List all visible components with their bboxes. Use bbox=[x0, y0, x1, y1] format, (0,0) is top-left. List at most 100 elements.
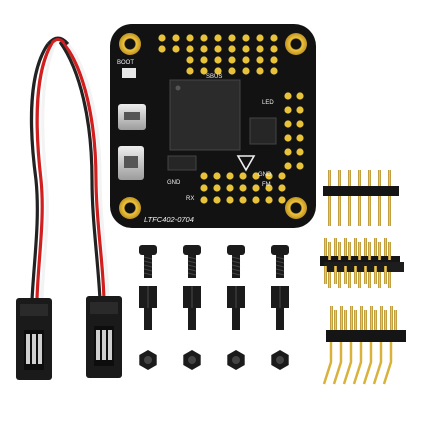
header-housing bbox=[326, 330, 406, 342]
solder-pad bbox=[213, 184, 221, 192]
header-pin bbox=[368, 196, 371, 226]
header-pin bbox=[344, 310, 347, 330]
header-pin bbox=[378, 170, 381, 186]
usb-port-bottom bbox=[118, 146, 144, 180]
screw-thread bbox=[275, 256, 285, 260]
solder-pad bbox=[252, 196, 260, 204]
screw-thread bbox=[187, 260, 197, 264]
solder-pad bbox=[239, 184, 247, 192]
solder-pad bbox=[270, 56, 278, 64]
solder-pad bbox=[200, 45, 208, 53]
solder-pad bbox=[226, 172, 234, 180]
label-gnd-right: GND bbox=[258, 172, 272, 178]
header-pin bbox=[328, 170, 331, 186]
header-pin bbox=[368, 170, 371, 186]
osd-chip bbox=[167, 155, 197, 171]
label-gnd-left: GND bbox=[167, 180, 181, 186]
header-pin bbox=[388, 170, 391, 186]
solder-pad bbox=[252, 184, 260, 192]
header-pin bbox=[354, 310, 357, 330]
solder-pad bbox=[296, 92, 304, 100]
header-pin bbox=[334, 310, 337, 330]
screw-thread bbox=[231, 256, 241, 260]
solder-pad bbox=[296, 162, 304, 170]
solder-pad bbox=[213, 172, 221, 180]
usb-port-top bbox=[118, 104, 146, 130]
pin-header-angled bbox=[322, 306, 406, 385]
nut-hole bbox=[188, 356, 196, 364]
header-pin bbox=[330, 306, 333, 330]
solder-pad bbox=[265, 196, 273, 204]
header-pin bbox=[358, 170, 361, 186]
solder-pad bbox=[172, 34, 180, 42]
nut-hole bbox=[232, 356, 240, 364]
screw bbox=[227, 245, 245, 255]
servo-cable bbox=[29, 36, 110, 301]
header-pin bbox=[358, 272, 361, 288]
mount-hole-tr bbox=[285, 33, 307, 55]
solder-pad bbox=[186, 56, 194, 64]
header-pin-angled bbox=[362, 342, 373, 385]
mount-hole-br bbox=[285, 197, 307, 219]
header-pin bbox=[354, 266, 357, 284]
screw-thread bbox=[231, 260, 241, 264]
solder-pad bbox=[214, 67, 222, 75]
standoff-thread bbox=[144, 308, 152, 330]
solder-pad bbox=[270, 45, 278, 53]
header-pin bbox=[358, 242, 361, 260]
screw-thread bbox=[187, 264, 197, 268]
solder-pad bbox=[256, 45, 264, 53]
solder-pad bbox=[214, 34, 222, 42]
screw-thread bbox=[187, 272, 197, 276]
solder-pad bbox=[172, 45, 180, 53]
solder-pad bbox=[242, 67, 250, 75]
nut-hole bbox=[276, 356, 284, 364]
right-pad-grid bbox=[284, 92, 304, 170]
header-pin bbox=[328, 242, 331, 260]
header-pin bbox=[348, 196, 351, 226]
solder-pad bbox=[186, 67, 194, 75]
boot-button bbox=[122, 68, 136, 78]
solder-pad bbox=[158, 45, 166, 53]
header-pin bbox=[344, 238, 347, 256]
screw-thread bbox=[231, 264, 241, 268]
header-pin bbox=[348, 272, 351, 288]
gyro-chip bbox=[249, 117, 277, 145]
solder-pad bbox=[228, 34, 236, 42]
header-pin bbox=[348, 242, 351, 260]
header-pin bbox=[364, 310, 367, 330]
screw-thread bbox=[143, 260, 153, 264]
solder-pad bbox=[284, 162, 292, 170]
screw bbox=[183, 245, 201, 255]
screw bbox=[271, 245, 289, 255]
screw-thread bbox=[231, 272, 241, 276]
header-pin-angled bbox=[342, 342, 353, 385]
header-pin bbox=[328, 196, 331, 226]
header-pin bbox=[374, 238, 377, 256]
solder-pad bbox=[284, 106, 292, 114]
header-pin bbox=[338, 170, 341, 186]
solder-pad bbox=[296, 148, 304, 156]
header-pin bbox=[338, 272, 341, 288]
header-pin bbox=[334, 238, 337, 256]
screw-thread bbox=[187, 268, 197, 272]
solder-pad bbox=[284, 148, 292, 156]
solder-pad bbox=[256, 34, 264, 42]
solder-pad bbox=[200, 67, 208, 75]
solder-pad bbox=[296, 106, 304, 114]
solder-pad bbox=[228, 45, 236, 53]
solder-pad bbox=[226, 184, 234, 192]
header-pin-angled bbox=[332, 342, 343, 385]
pin-header-straight bbox=[323, 170, 399, 226]
solder-pad bbox=[228, 56, 236, 64]
solder-pad bbox=[296, 134, 304, 142]
header-pin bbox=[324, 238, 327, 256]
mount-hole-bl bbox=[119, 197, 141, 219]
solder-pad bbox=[228, 67, 236, 75]
standoffs-row bbox=[139, 286, 289, 330]
solder-pad bbox=[278, 196, 286, 204]
header-pin bbox=[338, 242, 341, 260]
header-pin-angled bbox=[352, 342, 363, 385]
servo-connector-right bbox=[86, 296, 122, 378]
